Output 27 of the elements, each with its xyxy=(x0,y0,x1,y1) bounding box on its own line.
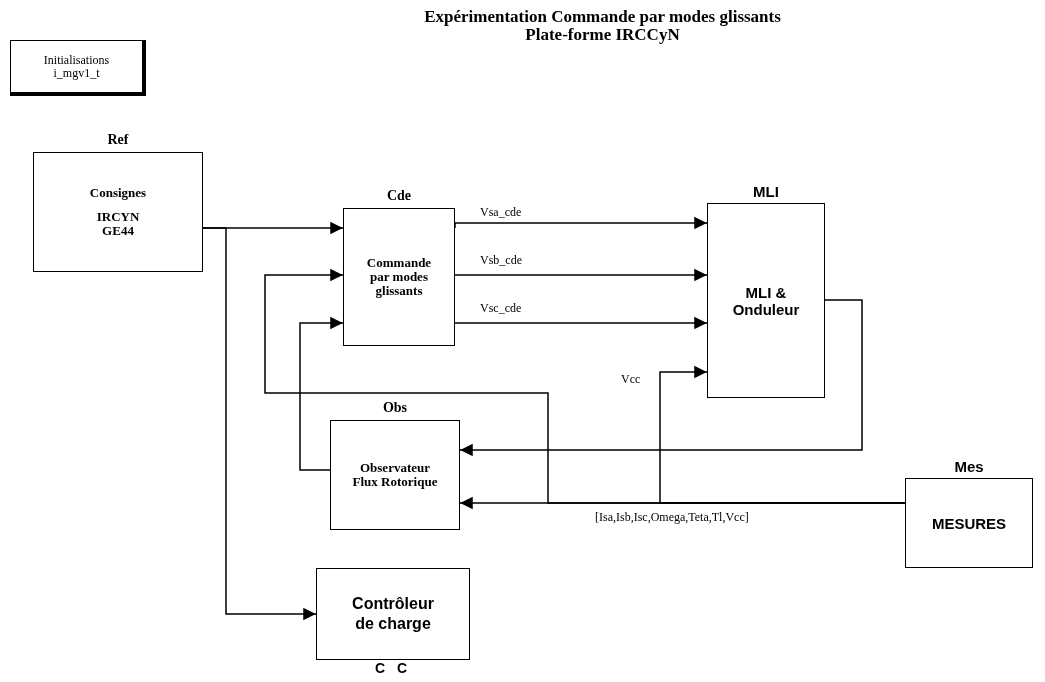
edge-label: [Isa,Isb,Isc,Omega,Teta,Tl,Vcc] xyxy=(595,510,749,525)
connector-arrow xyxy=(454,316,708,330)
block-text: Commande par modes glissants xyxy=(365,256,433,298)
edge-label: Vsb_cde xyxy=(480,253,522,268)
connector-arrow xyxy=(299,316,344,471)
block-text: Initialisations i_mgv1_t xyxy=(42,53,111,80)
block-text: Contrôleur de charge xyxy=(351,594,435,634)
block-text: MESURES xyxy=(931,514,1007,532)
block-text: Observateur Flux Rotorique xyxy=(351,461,439,489)
edge-label: Vsa_cde xyxy=(480,205,522,220)
block-name: C C xyxy=(373,660,413,678)
diagram-title: Expérimentation Commande par modes glissants Plate-forme IRCCyN xyxy=(423,8,782,44)
connector-arrow xyxy=(454,216,708,230)
block-text: MLI & Onduleur xyxy=(731,283,801,318)
edge-label: Vsc_cde xyxy=(480,301,522,316)
block-name: Obs xyxy=(381,400,409,417)
block-name: MLI xyxy=(752,183,780,202)
connector-arrow xyxy=(202,227,317,621)
connector-arrow xyxy=(454,268,708,282)
block-name: Mes xyxy=(953,458,985,477)
block-name: Ref xyxy=(106,132,130,149)
connector-arrow xyxy=(659,365,906,504)
block-text: Consignes xyxy=(89,186,147,200)
connector-arrow xyxy=(459,299,863,457)
block-text: IRCYN GE44 xyxy=(95,210,141,238)
edge-label: Vcc xyxy=(621,372,641,387)
block-name: Cde xyxy=(385,188,413,205)
